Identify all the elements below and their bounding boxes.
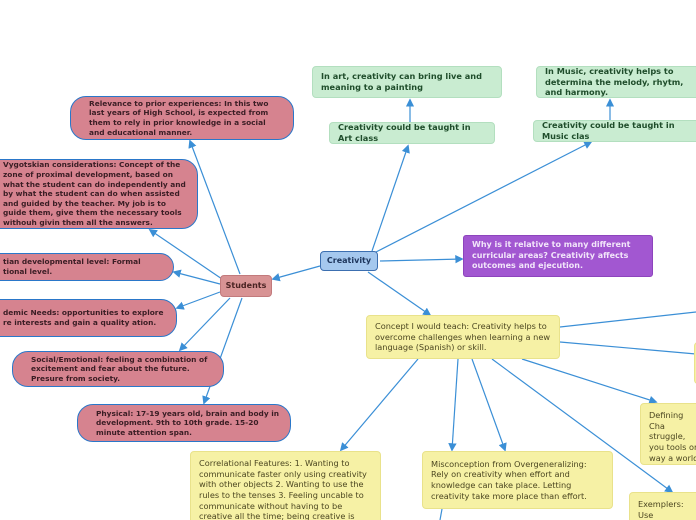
edge-creativity-why [379, 254, 464, 264]
art-taught-node[interactable]: Creativity could be taught in Art class [329, 122, 495, 144]
music-taught-node[interactable]: Creativity could be taught in Music clas [533, 120, 696, 142]
edge-misconception-down [439, 508, 443, 520]
edge-concept-correlational [339, 358, 419, 452]
edge-students-academic [175, 291, 221, 310]
misconception-text: Misconception from Overgeneralizing: Rel… [431, 458, 587, 501]
student-note-piaget[interactable]: tian developmental level: Formal tional … [0, 253, 174, 281]
art-example-text: In art, creativity can bring live and me… [321, 71, 482, 92]
exemplars-node[interactable]: Exemplers: Use communicate. [629, 492, 696, 520]
central-node-creativity[interactable]: Creativity [320, 251, 378, 271]
defining-characteristics-text: Defining Cha struggle, you tools or way … [649, 410, 696, 464]
central-node-label: Creativity [326, 255, 372, 265]
edge-creativity-music [375, 141, 593, 253]
student-note-vygotsky[interactable]: Vygotskian considerations: Concept of th… [0, 159, 198, 229]
art-example-node[interactable]: In art, creativity can bring live and me… [312, 66, 502, 98]
student-note-vygotsky-text: Vygotskian considerations: Concept of th… [3, 160, 186, 228]
student-note-piaget-text: tian developmental level: Formal tional … [3, 257, 141, 276]
concept-text: Concept I would teach: Creativity helps … [375, 321, 551, 353]
misconception-node[interactable]: Misconception from Overgeneralizing: Rel… [422, 451, 613, 509]
student-note-relevance[interactable]: Relevance to prior experiences: In this … [70, 96, 294, 140]
edge-creativity-students [271, 265, 321, 282]
art-taught-text: Creativity could be taught in Art class [338, 122, 471, 143]
defining-characteristics-node[interactable]: Defining Cha struggle, you tools or way … [640, 403, 696, 465]
correlational-features-text: Correlational Features: 1. Wanting to co… [199, 458, 367, 520]
edge-students-relevance [188, 139, 241, 275]
student-note-physical-text: Physical: 17-19 years old, brain and bod… [96, 408, 280, 437]
edge-students-social [178, 297, 231, 352]
student-note-academic[interactable]: demic Needs: opportunities to explore re… [0, 299, 177, 337]
concept-node[interactable]: Concept I would teach: Creativity helps … [366, 315, 560, 359]
music-example-text: In Music, creativity helps to determina … [545, 66, 684, 98]
students-node[interactable]: Students [220, 275, 272, 297]
edge-creativity-concept [367, 271, 432, 316]
edge-students-vygotsky [148, 229, 223, 280]
exemplars-text: Exemplers: Use communicate. [638, 499, 684, 520]
student-note-academic-text: demic Needs: opportunities to explore re… [3, 308, 164, 327]
student-note-social[interactable]: Social/Emotional: feeling a combination … [12, 351, 224, 387]
music-taught-text: Creativity could be taught in Music clas [542, 120, 675, 141]
edge-concept-misconception [448, 358, 459, 452]
edge-concept-offscreen-2 [559, 341, 696, 355]
student-note-physical[interactable]: Physical: 17-19 years old, brain and bod… [77, 404, 291, 442]
edge-creativity-art [371, 144, 410, 252]
edge-concept-exemplars [491, 358, 674, 493]
why-relative-text: Why is it relative to many different cur… [472, 240, 631, 271]
student-note-social-text: Social/Emotional: feeling a combination … [31, 354, 208, 383]
music-example-node[interactable]: In Music, creativity helps to determina … [536, 66, 696, 98]
student-note-relevance-text: Relevance to prior experiences: In this … [89, 98, 269, 137]
students-node-label: Students [225, 280, 267, 290]
correlational-features-node[interactable]: Correlational Features: 1. Wanting to co… [190, 451, 381, 520]
edge-concept-misconception-2 [471, 358, 507, 452]
edge-concept-defining [521, 358, 658, 404]
edge-concept-offscreen-1 [559, 311, 696, 328]
edge-students-piaget [172, 269, 221, 285]
why-relative-node[interactable]: Why is it relative to many different cur… [463, 235, 653, 277]
